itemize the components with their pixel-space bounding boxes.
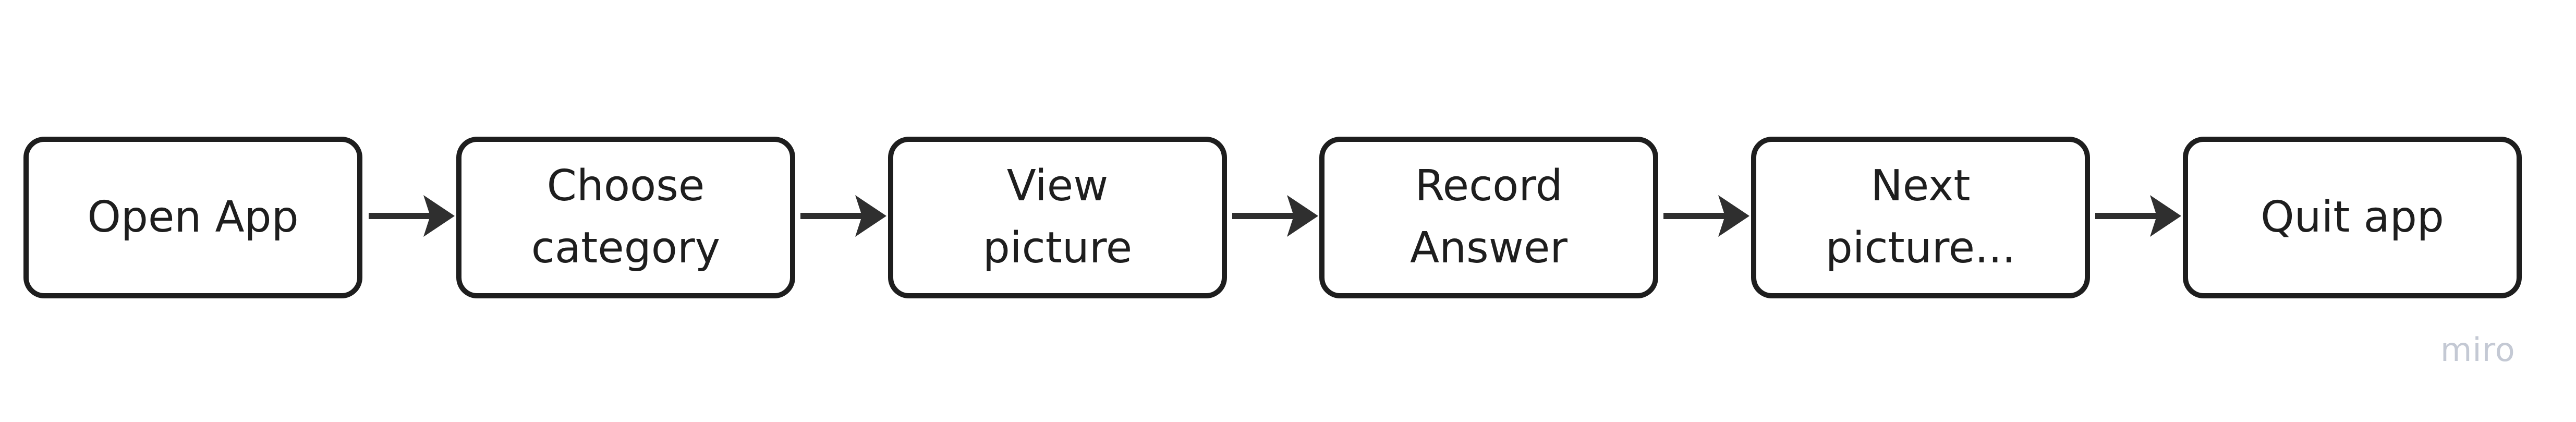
arrow-right-icon [2095,195,2181,237]
flow-step-label: Quit app [2261,192,2444,242]
flow-step-view-picture[interactable]: View picture [888,137,1227,298]
flow-step-label: View picture [982,161,1133,273]
flow-step-open-app[interactable]: Open App [23,137,362,298]
flow-step-quit-app[interactable]: Quit app [2183,137,2522,298]
miro-watermark: miro [2440,331,2516,369]
arrow-right-icon [800,195,886,237]
flow-step-record-answer[interactable]: Record Answer [1319,137,1658,298]
flow-step-next-picture[interactable]: Next picture... [1751,137,2090,298]
flow-step-choose-category[interactable]: Choose category [456,137,795,298]
arrow-right-icon [1663,195,1749,237]
flow-step-label: Record Answer [1409,161,1568,273]
flow-step-label: Choose category [531,161,721,273]
flow-step-label: Next picture... [1825,161,2016,273]
arrow-right-icon [369,195,455,237]
arrow-right-icon [1232,195,1318,237]
flow-step-label: Open App [87,192,299,242]
